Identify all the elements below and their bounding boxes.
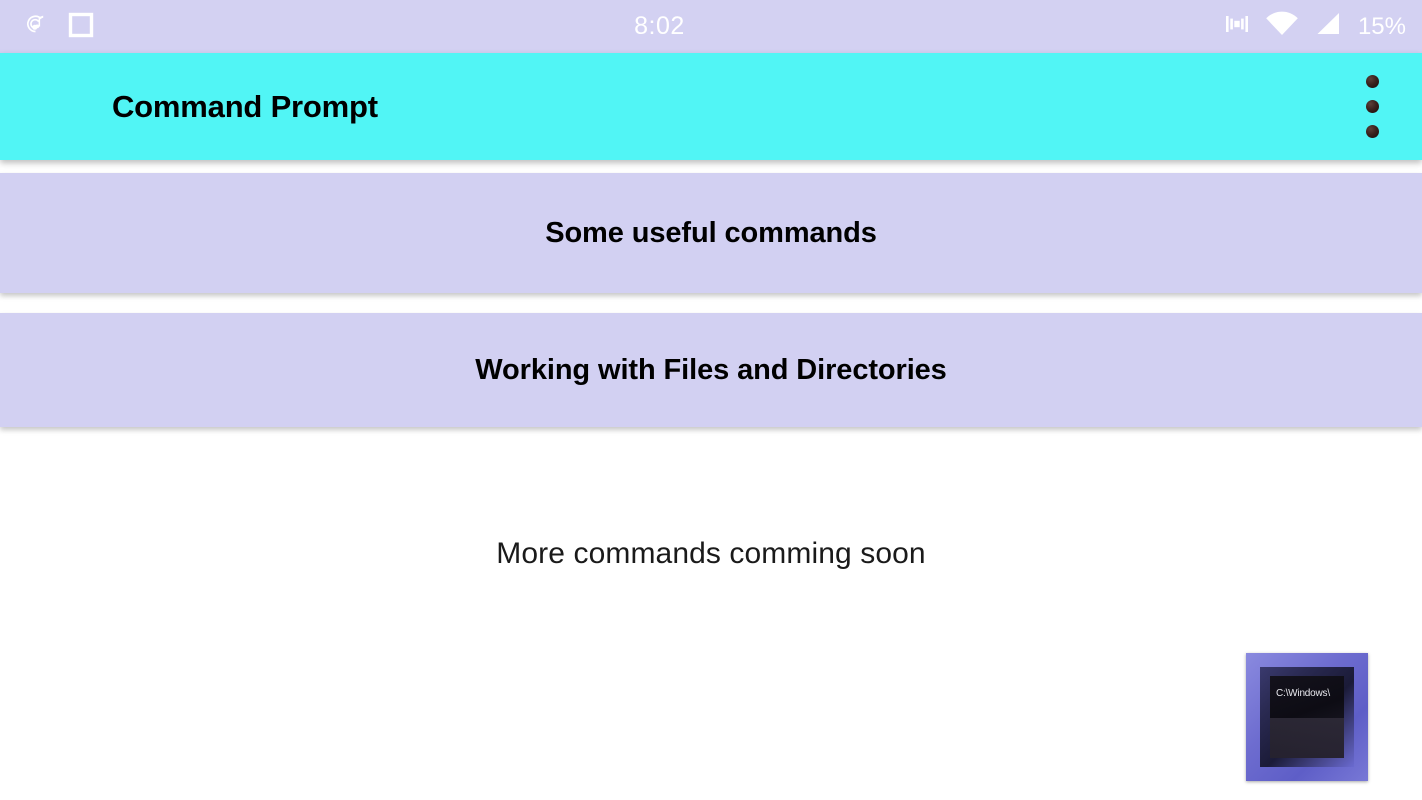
coming-soon-text: More commands comming soon xyxy=(496,537,926,570)
app-bar: Command Prompt xyxy=(0,53,1422,160)
card-button-some-useful-commands[interactable]: Some useful commands xyxy=(0,173,1422,293)
status-bar: 8:02 xyxy=(0,0,1422,53)
overflow-dot-1 xyxy=(1366,75,1379,88)
cellular-signal-icon xyxy=(1313,10,1343,43)
card-label: Some useful commands xyxy=(545,216,877,249)
card-label: Working with Files and Directories xyxy=(475,353,947,386)
square-outline-icon xyxy=(66,9,96,44)
battery-percent-label: 15% xyxy=(1357,12,1406,40)
status-bar-clock: 8:02 xyxy=(634,12,685,40)
command-prompt-icon-screen-band xyxy=(1270,718,1344,758)
status-bar-right-icons: 15% xyxy=(1223,10,1422,43)
status-bar-center: 8:02 xyxy=(96,14,1223,39)
command-prompt-icon-screen: C:\Windows\ xyxy=(1270,676,1344,758)
vibrate-icon xyxy=(1223,10,1251,43)
music-note-icon xyxy=(20,9,50,44)
command-prompt-icon-bevel: C:\Windows\ xyxy=(1260,667,1354,767)
overflow-dot-3 xyxy=(1366,125,1379,138)
card-button-working-with-files-and-directories[interactable]: Working with Files and Directories xyxy=(0,313,1422,427)
command-prompt-path-text: C:\Windows\ xyxy=(1276,688,1330,699)
overflow-dot-2 xyxy=(1366,100,1379,113)
status-bar-left-icons xyxy=(0,9,96,44)
wifi-icon xyxy=(1264,10,1300,43)
command-prompt-icon: C:\Windows\ xyxy=(1246,653,1368,781)
page-title: Command Prompt xyxy=(112,88,378,124)
overflow-menu-button[interactable] xyxy=(1366,75,1379,138)
